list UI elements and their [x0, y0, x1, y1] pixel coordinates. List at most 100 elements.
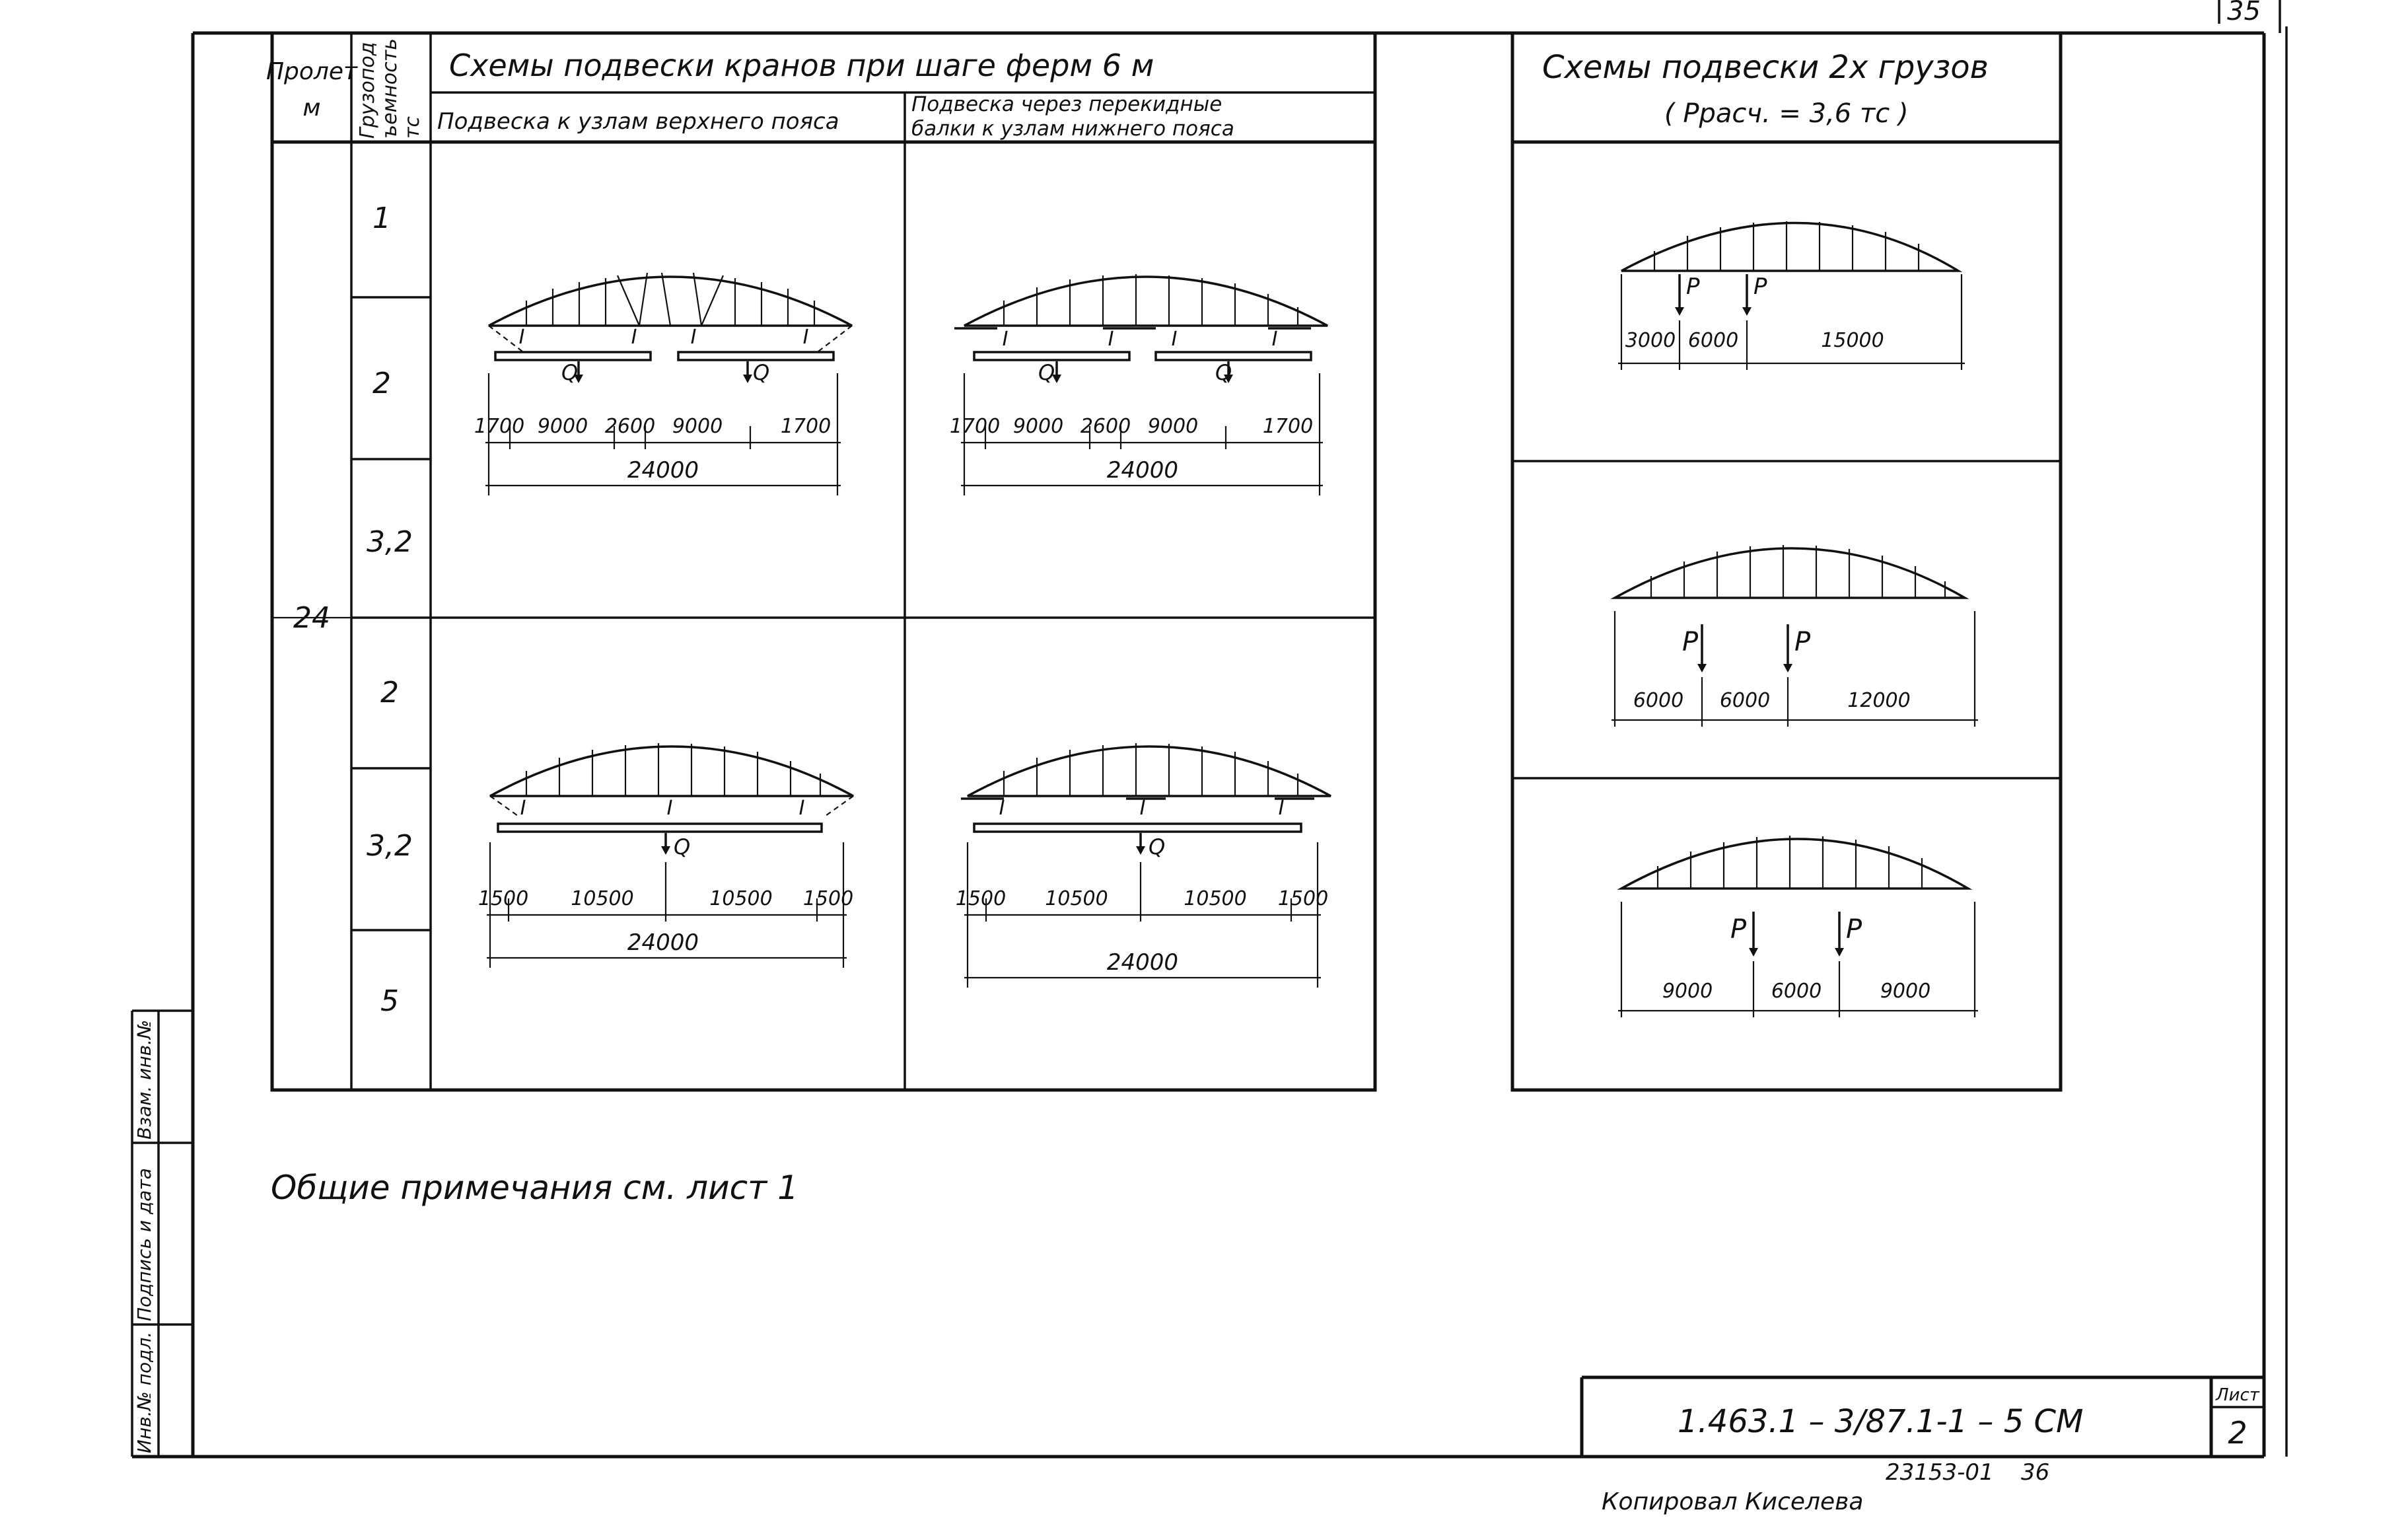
crane-girder — [497, 822, 823, 833]
ibeam-mark: I — [1003, 328, 1009, 351]
scheme-bottom-chord-two-cranes: I I I I Q Q 1700 9000 2600 9000 1700 240… — [950, 274, 1328, 495]
ibeam-mark: I — [1279, 797, 1285, 820]
dimension-lines — [964, 842, 1321, 988]
corner-sheet-number: 35 — [2227, 0, 2261, 26]
crane-schemes-table: Пролет м Грузопод ъемность тс Схемы подв… — [266, 31, 1377, 1092]
panel-title: Схемы подвески 2х грузов — [1542, 49, 1989, 86]
archive-number: 23153-01 — [1886, 1459, 1994, 1486]
capacity-cell: 5 — [380, 984, 399, 1018]
ibeam-mark: I — [799, 797, 805, 820]
truss-verticals — [1003, 274, 1299, 326]
stamp-inv-dup: Взам. инв.№ — [133, 1020, 155, 1140]
two-loads-panel: Схемы подвески 2х грузов ( Pрасч. = 3,6 … — [1510, 31, 2063, 1092]
dim-value: 1500 — [956, 887, 1006, 910]
truss-arch — [1617, 838, 1973, 890]
ibeam-mark: I — [1172, 328, 1178, 351]
sheet-number: 2 — [2228, 1415, 2247, 1451]
ibeam-mark: I — [520, 797, 526, 820]
truss-arch — [967, 745, 1331, 797]
dim-value: 10500 — [571, 887, 633, 910]
dim-value: 1700 — [1263, 415, 1313, 438]
load-q-label: Q — [1215, 360, 1232, 385]
header-bottom-chord-line2: балки к узлам нижнего пояса — [911, 117, 1234, 141]
general-note: Общие примечания см. лист 1 — [271, 1169, 798, 1207]
load-q-label: Q — [1149, 834, 1165, 859]
load-p-label: P — [1846, 914, 1862, 945]
capacity-cell: 2 — [380, 676, 399, 709]
load-p-label: P — [1730, 914, 1747, 945]
dim-value: 9000 — [538, 415, 588, 438]
dimension-lines — [485, 373, 841, 495]
crane-girder — [973, 822, 1302, 833]
dim-value: 6000 — [1688, 329, 1738, 352]
load-q-label: Q — [674, 834, 690, 859]
scheme-top-chord-one-crane: I I I Q 1500 10500 10500 1500 24000 — [478, 743, 854, 968]
header-capacity-unit: тс — [401, 116, 424, 139]
header-bottom-chord-line1: Подвеска через перекидные — [911, 92, 1222, 116]
capacity-cell: 2 — [372, 367, 391, 400]
dim-value: 6000 — [1720, 689, 1770, 712]
document-code: 1.463.1 – 3/87.1-1 – 5 СМ — [1678, 1403, 2083, 1440]
ibeam-mark: I — [519, 326, 525, 349]
truss-arch — [1610, 547, 1969, 599]
dim-value: 1500 — [478, 887, 528, 910]
ibeam-mark: I — [631, 326, 637, 349]
load-p-label: P — [1686, 273, 1700, 300]
dim-value: 9000 — [672, 415, 723, 438]
ibeam-mark: I — [691, 326, 697, 349]
dim-value: 3000 — [1625, 329, 1676, 352]
dim-value: 1700 — [950, 415, 1000, 438]
truss-verticals — [1003, 743, 1299, 796]
capacity-cell: 3,2 — [367, 829, 413, 863]
truss-verticals — [525, 743, 822, 796]
stamp-sign-date: Подпись и дата — [133, 1168, 155, 1321]
crane-girder — [494, 351, 652, 361]
header-capacity-line2: ъемность — [378, 38, 402, 139]
dim-value: 1500 — [803, 887, 853, 910]
stamp-inv-orig: Инв.№ подл. — [133, 1332, 155, 1453]
dim-total: 24000 — [627, 929, 699, 956]
load-p-label: P — [1682, 627, 1699, 657]
two-loads-scheme-2: P P 6000 6000 12000 — [1610, 545, 1978, 727]
dim-value: 10500 — [1045, 887, 1108, 910]
truss-arch — [964, 275, 1328, 327]
load-p-label: P — [1753, 273, 1767, 300]
dim-value: 2600 — [605, 415, 655, 438]
header-span: Пролет — [266, 58, 358, 85]
header-span-unit: м — [302, 94, 320, 122]
scheme-top-chord-two-cranes: I I I I Q Q 1700 9000 2600 9000 1700 240… — [474, 272, 853, 495]
dimension-lines — [487, 842, 847, 968]
panel-subtitle: ( Pрасч. = 3,6 тс ) — [1664, 98, 1909, 129]
truss-arch — [489, 745, 854, 797]
ibeam-mark: I — [803, 326, 809, 349]
dim-value: 1700 — [474, 415, 524, 438]
dim-value: 6000 — [1771, 980, 1822, 1003]
dim-value: 1700 — [781, 415, 831, 438]
dimension-lines — [961, 373, 1323, 495]
scheme-bottom-chord-one-crane: I I I Q 1500 10500 10500 1500 24000 — [956, 743, 1331, 988]
dim-value: 12000 — [1847, 689, 1910, 712]
dim-value: 1500 — [1278, 887, 1328, 910]
capacity-cell: 1 — [372, 201, 391, 235]
dim-value: 9000 — [1662, 980, 1713, 1003]
ibeam-mark: I — [1108, 328, 1114, 351]
dim-total: 24000 — [1107, 457, 1178, 484]
crane-girder — [973, 351, 1131, 361]
dim-total: 24000 — [1107, 949, 1178, 976]
sheet-label: Лист — [2215, 1385, 2260, 1405]
span-value: 24 — [293, 601, 330, 635]
load-q-label: Q — [753, 360, 769, 385]
dim-value: 10500 — [1184, 887, 1246, 910]
truss-arch — [1621, 221, 1963, 272]
copied-by: Копировал Киселева — [1602, 1488, 1863, 1515]
load-q-label: Q — [1038, 360, 1055, 385]
load-p-label: P — [1794, 627, 1811, 657]
header-schemes-title: Схемы подвески кранов при шаге ферм 6 м — [449, 48, 1154, 83]
ibeam-mark: I — [667, 797, 673, 820]
truss-arch — [488, 275, 853, 327]
ibeam-mark: I — [1140, 797, 1146, 820]
two-loads-scheme-3: P P 9000 6000 9000 — [1617, 836, 1978, 1017]
side-stamp: Взам. инв.№ Подпись и дата Инв.№ подл. — [131, 1009, 193, 1457]
load-q-label: Q — [561, 360, 578, 385]
header-top-chord-column: Подвеска к узлам верхнего пояса — [437, 108, 839, 135]
